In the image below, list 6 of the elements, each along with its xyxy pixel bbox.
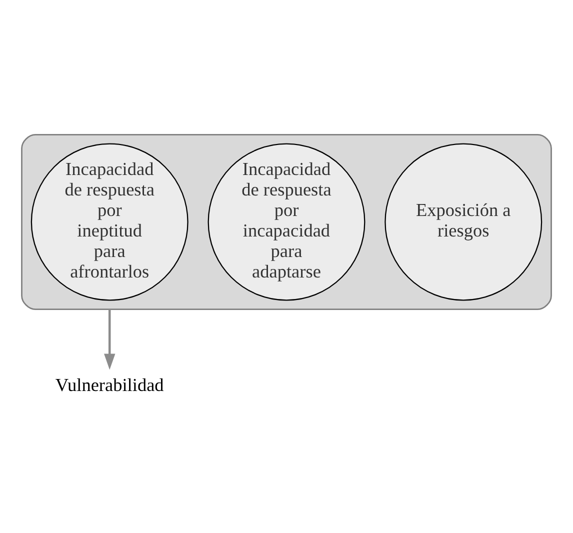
node-text: Vulnerabilidad xyxy=(55,375,164,396)
arrow xyxy=(104,309,116,370)
cluster xyxy=(21,134,552,310)
node-circle: Exposición a riesgos xyxy=(384,143,542,301)
node-circle: Incapacidad de respuesta por incapacidad para adaptarse xyxy=(208,143,366,301)
node-circle: Incapacidad de respuesta por ineptitud para afrontarlos xyxy=(30,143,188,301)
